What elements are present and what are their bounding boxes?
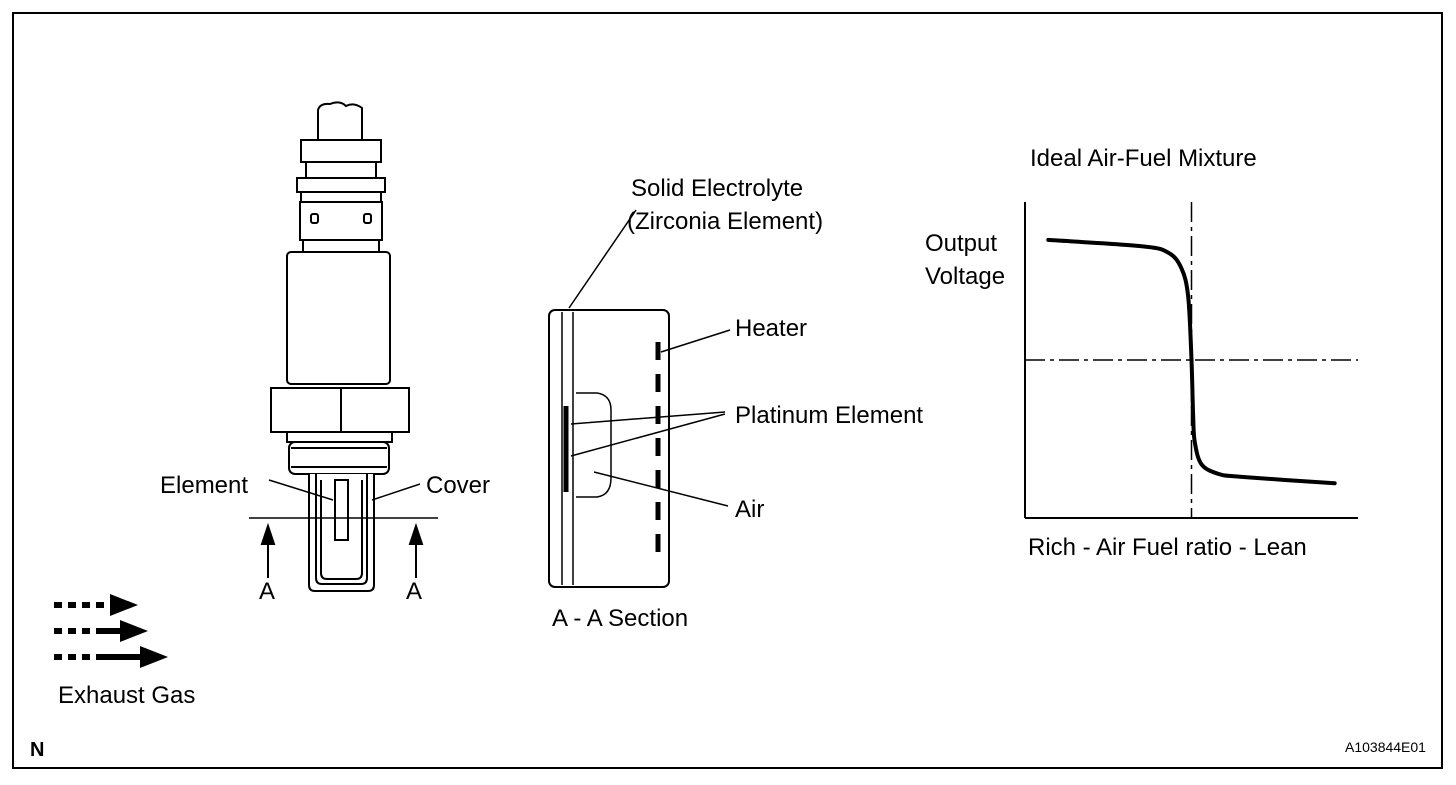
platinum-element-label: Platinum Element	[735, 402, 923, 429]
exhaust-gas-label: Exhaust Gas	[58, 682, 195, 709]
chart-ylabel-line1: Output	[925, 230, 997, 257]
cover-label: Cover	[426, 472, 490, 499]
chart-title: Ideal Air-Fuel Mixture	[1030, 145, 1257, 172]
oxygen-sensor-drawing	[249, 101, 438, 592]
section-drawing	[548, 209, 731, 588]
chart-xlabel: Rich - Air Fuel ratio - Lean	[1028, 534, 1307, 561]
section-mark-left: A	[259, 578, 275, 605]
corner-mark: N	[30, 739, 44, 761]
figure-border	[12, 12, 1443, 769]
figure-id: A103844E01	[1345, 739, 1426, 755]
heater-label: Heater	[735, 315, 807, 342]
section-mark-right: A	[406, 578, 422, 605]
air-label: Air	[735, 496, 764, 523]
element-label: Element	[160, 472, 248, 499]
output-voltage-curve	[1046, 237, 1337, 486]
section-caption: A - A Section	[552, 605, 688, 632]
zirconia-element-label: (Zirconia Element)	[627, 208, 823, 235]
output-voltage-chart	[1024, 202, 1358, 519]
exhaust-gas-arrows	[54, 594, 168, 668]
chart-ylabel-line2: Voltage	[925, 263, 1005, 290]
solid-electrolyte-label: Solid Electrolyte	[631, 175, 803, 202]
